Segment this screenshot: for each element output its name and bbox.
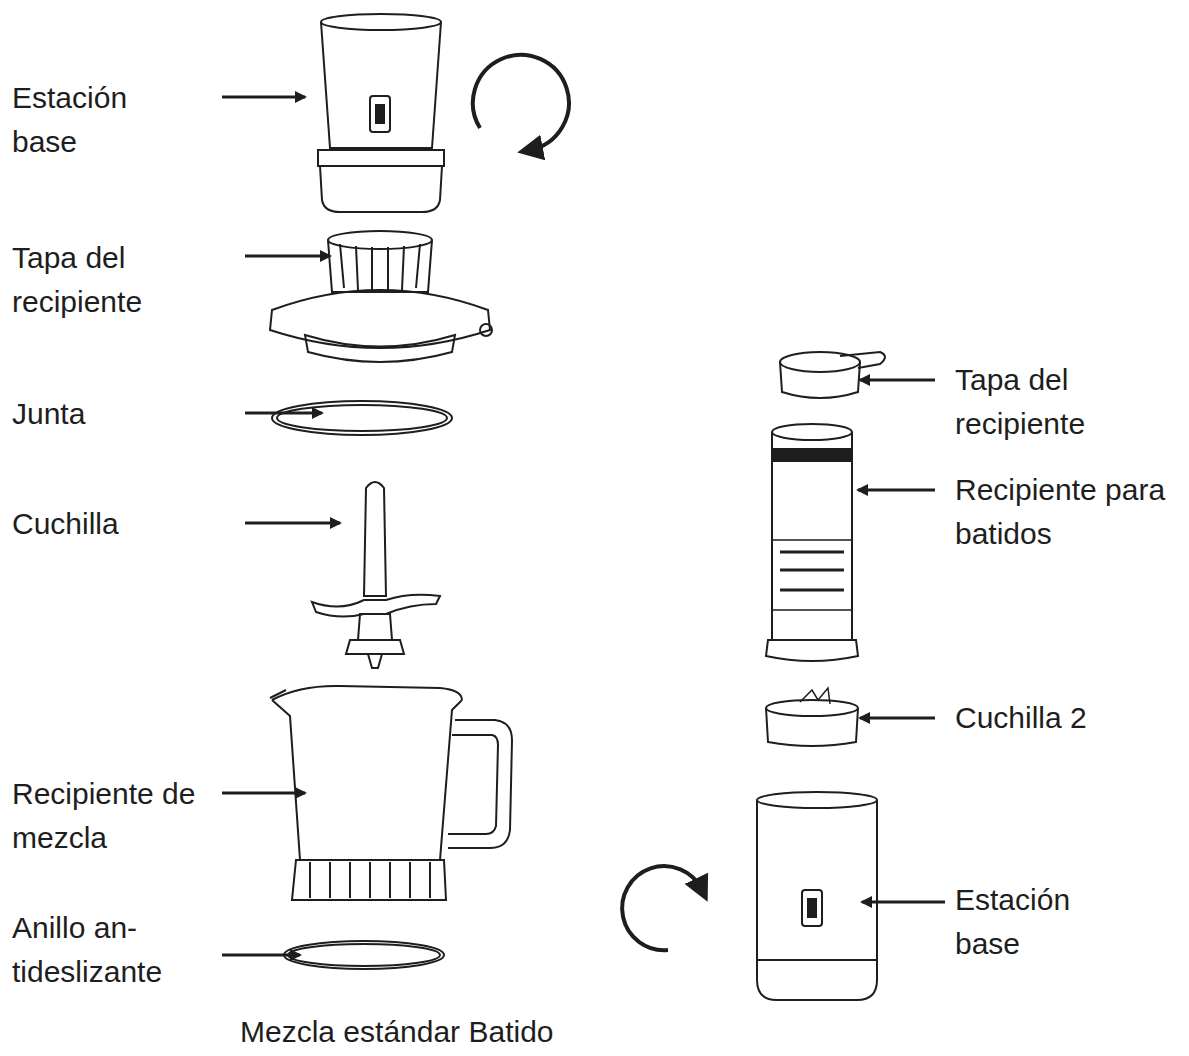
part-label: Tapa del recipiente — [955, 358, 1165, 446]
figure-caption: Mezcla estándar Batido — [240, 1010, 554, 1054]
blade — [312, 482, 440, 668]
spacer — [470, 100, 500, 128]
mixing-jug — [270, 686, 512, 900]
part-label: Estación base — [955, 878, 1105, 966]
part-label: Cuchilla 2 — [955, 696, 1175, 740]
part-label: Tapa del recipiente — [12, 236, 182, 324]
base-station-bottom — [757, 792, 877, 1000]
base-station-top — [318, 14, 444, 212]
part-label: Recipiente de mezcla — [12, 772, 202, 860]
bottle-cap — [780, 352, 885, 398]
gasket — [272, 401, 452, 435]
part-label: Estación base — [12, 76, 162, 164]
rotation-arrow — [473, 55, 569, 150]
leader-arrows-right — [858, 380, 945, 902]
blade-2 — [766, 688, 858, 746]
part-label: Anillo an-tideslizante — [12, 906, 187, 994]
anti-slip-ring — [284, 941, 444, 969]
part-label: Junta — [12, 392, 182, 436]
shake-bottle — [766, 424, 858, 661]
part-label: Cuchilla — [12, 502, 182, 546]
leader-arrows-left — [222, 97, 340, 955]
container-lid — [270, 231, 492, 362]
rotation-arrow — [622, 866, 702, 950]
part-label: Recipiente para batidos — [955, 468, 1187, 556]
